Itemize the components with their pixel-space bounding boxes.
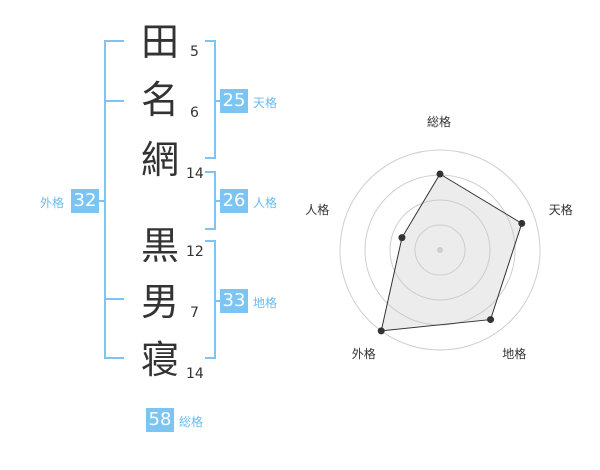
- tenkaku-score: 25: [220, 89, 248, 113]
- radar-axis-label-5: 人格: [305, 203, 330, 218]
- tenkaku-label: 天格: [253, 96, 278, 110]
- name-char-1: 田: [140, 20, 179, 64]
- soukaku-score: 58: [146, 408, 174, 432]
- radar-point-4: [377, 327, 385, 335]
- stroke-count-3: 14: [186, 166, 204, 182]
- stroke-count-4: 12: [186, 244, 204, 260]
- jinkaku-score: 26: [220, 189, 248, 213]
- radar-axis-label-4: 外格: [351, 346, 376, 361]
- name-char-5: 男: [140, 280, 179, 324]
- radar-ring: [414, 224, 466, 276]
- radar-axis-label-1: 総格: [427, 115, 452, 129]
- radar-center: [437, 247, 443, 253]
- soukaku-label: 総格: [179, 415, 204, 429]
- jinkaku-label: 人格: [253, 196, 278, 210]
- radar-point-2: [518, 219, 526, 227]
- radar-series-polygon: [380, 173, 523, 332]
- radar-axis-label-2: 天格: [548, 203, 573, 218]
- name-char-2: 名: [140, 78, 179, 122]
- radar-ring: [389, 199, 491, 301]
- gaikaku-label: 外格: [40, 196, 65, 210]
- stroke-count-2: 6: [190, 105, 199, 121]
- radar-ring: [339, 149, 541, 351]
- name-char-3: 網: [140, 138, 179, 182]
- stroke-count-1: 5: [190, 44, 199, 60]
- radar-point-1: [436, 170, 444, 178]
- chikaku-score: 33: [220, 289, 248, 313]
- radar-point-5: [398, 234, 406, 242]
- chikaku-label: 地格: [253, 296, 278, 310]
- stroke-count-5: 7: [190, 305, 199, 321]
- radar-point-3: [487, 316, 495, 324]
- name-char-6: 寝: [140, 338, 179, 382]
- radar-axis-label-3: 地格: [502, 346, 527, 361]
- stroke-count-6: 14: [186, 366, 204, 382]
- name-char-4: 黒: [140, 224, 179, 268]
- gaikaku-score: 32: [71, 189, 99, 213]
